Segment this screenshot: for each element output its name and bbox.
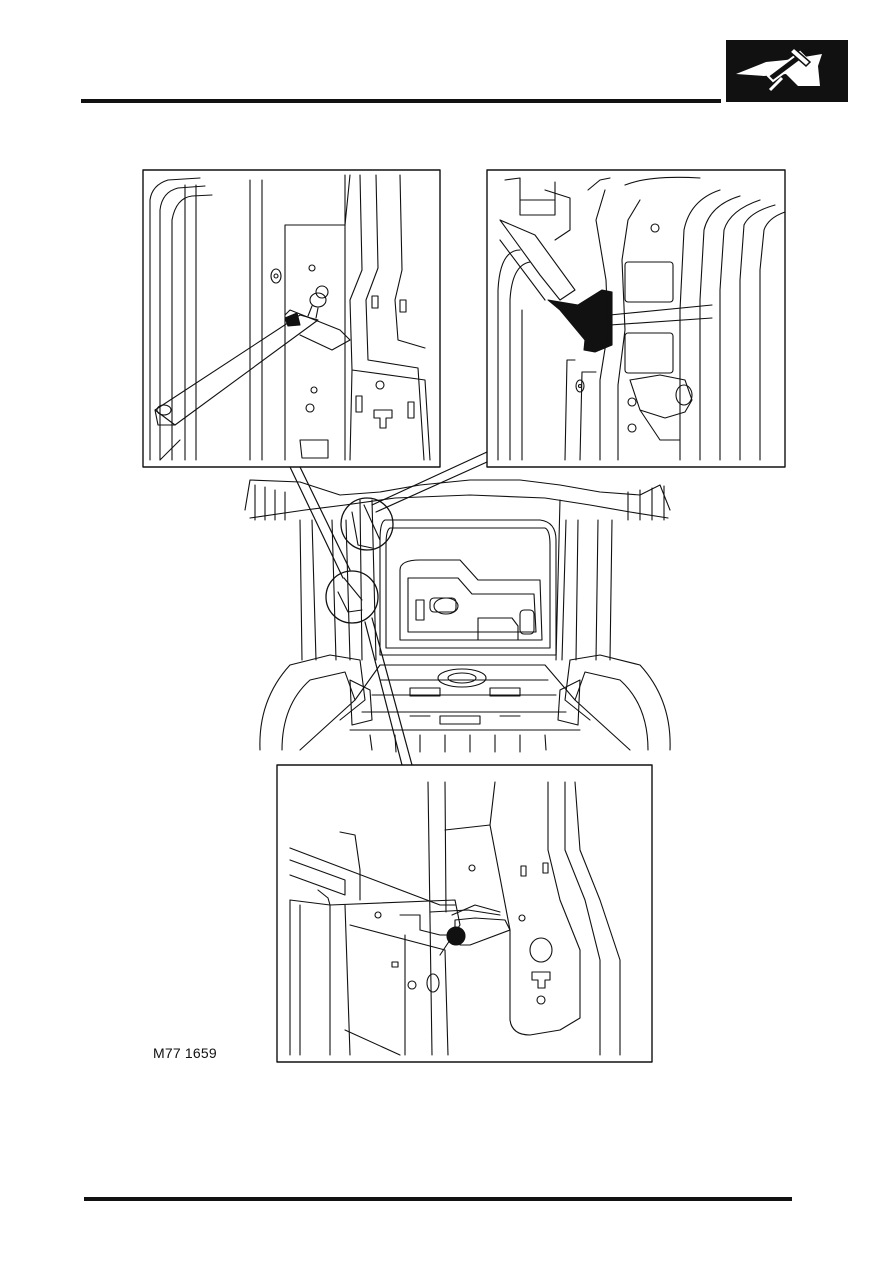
body-repair-hammer-icon — [726, 40, 848, 102]
inset-upper-left — [142, 169, 441, 468]
inset-upper-right — [486, 169, 786, 468]
callout-leaders — [289, 451, 488, 766]
inset-lower — [276, 764, 653, 1063]
header-rule — [81, 99, 721, 103]
figure-label: M77 1659 — [153, 1045, 217, 1061]
footer-rule — [84, 1197, 792, 1201]
vehicle-rear-interior — [244, 479, 671, 753]
